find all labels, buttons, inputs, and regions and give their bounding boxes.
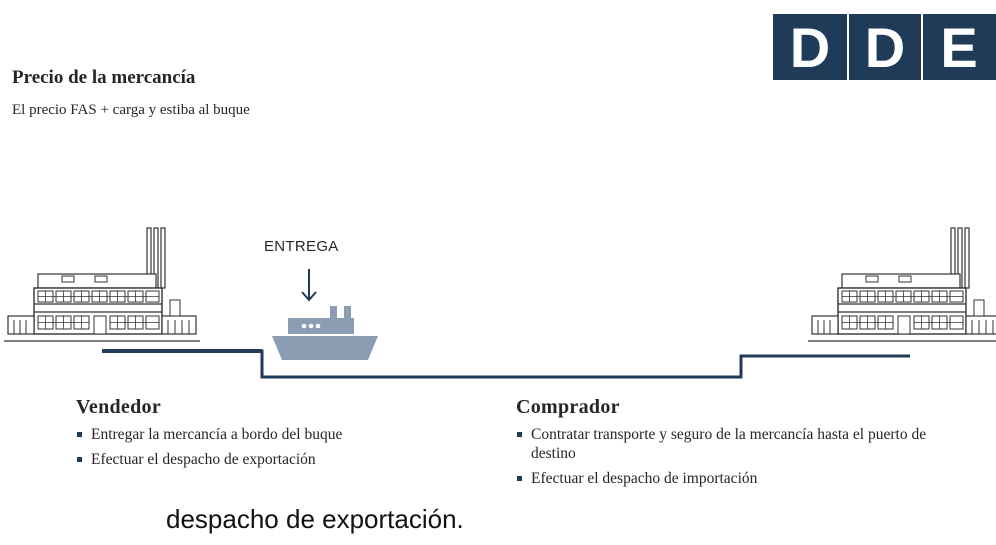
dde-logo: D D E (773, 14, 996, 80)
logo-letter: D (847, 14, 921, 80)
buyer-section: Comprador Contratar transporte y seguro … (516, 396, 956, 488)
logo-letter: D (789, 15, 831, 79)
transport-line (102, 349, 910, 379)
caption-text: despacho de exportación. (166, 504, 464, 534)
list-item: Contratar transporte y seguro de la merc… (516, 425, 941, 463)
buyer-list: Contratar transporte y seguro de la merc… (516, 425, 956, 488)
seller-section: Vendedor Entregar la mercancía a bordo d… (76, 396, 496, 469)
delivery-label: ENTREGA (264, 238, 339, 255)
factory-icon (807, 227, 996, 342)
price-subtitle: El precio FAS + carga y estiba al buque (12, 102, 250, 118)
list-item: Efectuar el despacho de importación (516, 469, 956, 488)
seller-list: Entregar la mercancía a bordo del buque … (76, 425, 496, 469)
fas-diagram (3, 227, 996, 379)
buyer-title: Comprador (516, 396, 620, 418)
seller-title: Vendedor (76, 396, 162, 418)
arrow-down-icon (301, 269, 317, 302)
list-item: Efectuar el despacho de exportación (76, 450, 496, 469)
factory-icon (3, 227, 201, 342)
price-title: Precio de la mercancía (12, 67, 196, 88)
list-item: Entregar la mercancía a bordo del buque (76, 425, 496, 444)
logo-letter: E (921, 14, 995, 80)
ship-icon (272, 306, 378, 360)
